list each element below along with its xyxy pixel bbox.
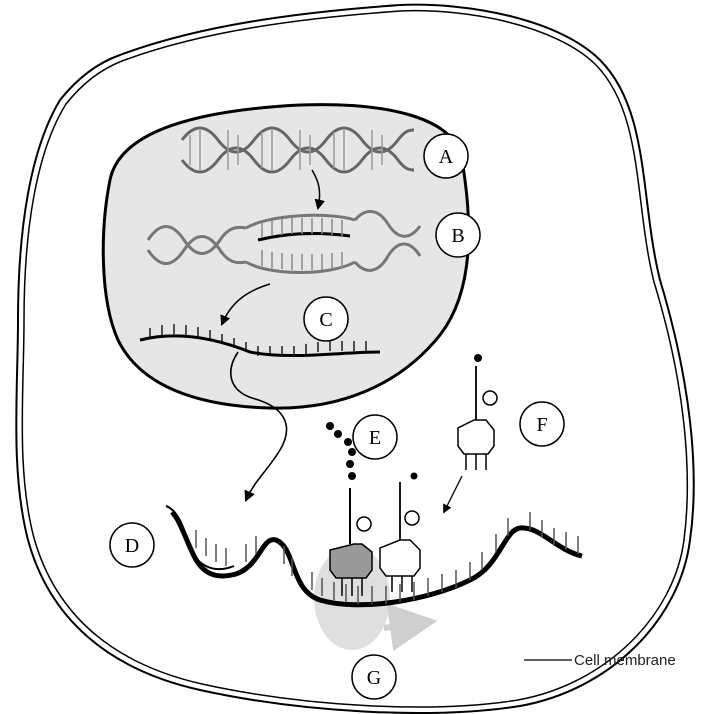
svg-text:C: C: [319, 309, 332, 331]
nucleus: [103, 105, 468, 409]
trna-free: [444, 354, 497, 512]
svg-text:B: B: [451, 225, 464, 247]
trna-arriving: [380, 473, 420, 593]
svg-text:D: D: [125, 535, 139, 557]
svg-text:A: A: [439, 146, 454, 168]
label-e: E: [353, 415, 397, 459]
svg-text:E: E: [369, 427, 381, 449]
label-d: D: [110, 523, 154, 567]
label-a: A: [424, 134, 468, 178]
svg-text:G: G: [367, 667, 381, 689]
label-b: B: [436, 213, 480, 257]
label-f: F: [520, 402, 564, 446]
svg-text:F: F: [536, 414, 547, 436]
cell-membrane-label: Cell membrane: [574, 652, 676, 669]
label-c: C: [304, 297, 348, 341]
label-g: G: [352, 655, 396, 699]
